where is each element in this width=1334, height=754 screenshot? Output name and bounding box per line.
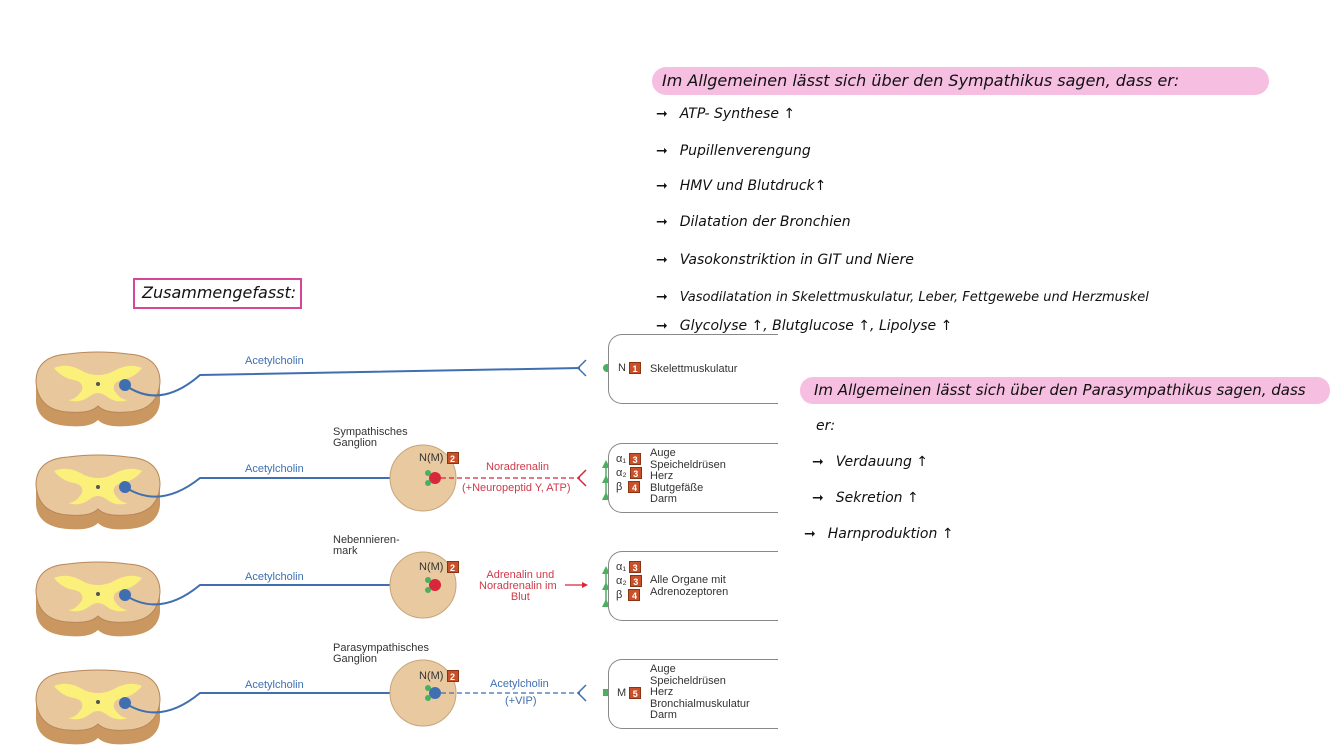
autonomic-nervous-system-diagram: Acetylcholin N 1 Skelettmuskulatur Sympa…	[0, 320, 780, 754]
receptor-badge: 2	[446, 561, 459, 574]
note-item: ➞Verdauung ↑	[812, 454, 929, 470]
note-item: ➞Sekretion ↑	[812, 490, 919, 506]
ganglion-receptor: N(M) 2	[419, 452, 459, 465]
note-item: ➞Harnproduktion ↑	[804, 526, 954, 542]
receptor-list: α₁ 3 α₂ 3 β 4	[616, 561, 642, 602]
note-item: ➞Dilatation der Bronchien	[656, 214, 851, 230]
arrow-right-icon: ➞	[656, 143, 668, 159]
receptor-badge: 5	[629, 687, 642, 700]
receptor-badge: 2	[446, 670, 459, 683]
ganglion-receptor: N(M) 2	[419, 670, 459, 683]
transmitter-label: Noradrenalin	[486, 461, 549, 473]
organ-list: Auge Speicheldrüsen Herz Bronchialmuskul…	[650, 663, 750, 721]
arrow-right-icon: ➞	[656, 252, 668, 268]
spinal-cord-3	[35, 561, 161, 637]
receptor-badge: 1	[629, 362, 642, 375]
receptor-badge: 3	[629, 453, 642, 466]
highlight-sympathikus	[652, 67, 1269, 95]
note-item: ➞Vasokonstriktion in GIT und Niere	[656, 252, 914, 268]
spinal-cord-1	[35, 351, 161, 427]
receptor-label: N 1	[618, 362, 642, 375]
transmitter-label: (+Neuropeptid Y, ATP)	[462, 482, 571, 494]
receptor-badge: 2	[446, 452, 459, 465]
receptor-badge: 4	[628, 589, 641, 602]
receptor-badge: 3	[629, 575, 642, 588]
fiber-label: Acetylcholin	[245, 463, 304, 475]
note-item: ➞Pupillenverengung	[656, 143, 811, 159]
ganglion-receptor: N(M) 2	[419, 561, 459, 574]
note-item: ➞Glycolyse ↑, Blutglucose ↑, Lipolyse ↑	[656, 318, 953, 334]
fiber-label: Acetylcholin	[245, 571, 304, 583]
arrow-right-icon: ➞	[812, 454, 824, 470]
receptor-badge: 3	[629, 561, 642, 574]
note-item: ➞Vasodilatation in Skelettmuskulatur, Le…	[656, 289, 1149, 305]
parasympathikus-title: Im Allgemeinen lässt sich über den Paras…	[814, 381, 1306, 399]
arrow-right-icon: ➞	[656, 318, 668, 334]
ganglion-label: Nebennieren-mark	[333, 534, 400, 557]
spinal-cord-4	[35, 669, 161, 745]
spinal-cord-2	[35, 454, 161, 530]
transmitter-label: (+VIP)	[505, 695, 537, 707]
diagram-graphics	[35, 351, 611, 745]
sympathikus-title: Im Allgemeinen lässt sich über den Sympa…	[662, 71, 1180, 90]
receptor-label: M 5	[617, 687, 642, 700]
summary-label: Zusammengefasst:	[142, 283, 297, 302]
highlight-parasympathikus	[800, 377, 1330, 404]
fiber-label: Acetylcholin	[245, 355, 304, 367]
arrow-right-icon: ➞	[804, 526, 816, 542]
receptor-badge: 3	[629, 467, 642, 480]
fiber-label: Acetylcholin	[245, 679, 304, 691]
organ-list: Auge Speicheldrüsen Herz Blutgefäße Darm	[650, 447, 726, 505]
note-item: ➞ATP- Synthese ↑	[656, 106, 796, 122]
arrow-right-icon: ➞	[812, 490, 824, 506]
summary-box	[133, 278, 302, 309]
arrow-right-icon: ➞	[656, 214, 668, 230]
organ-label: Skelettmuskulatur	[650, 363, 738, 375]
receptor-list: α₁ 3 α₂ 3 β 4	[616, 453, 642, 494]
parasympathikus-er: er:	[816, 418, 836, 434]
arrow-right-icon: ➞	[656, 106, 668, 122]
note-item: ➞HMV und Blutdruck↑	[656, 178, 827, 194]
transmitter-label: Adrenalin und Noradrenalin im Blut	[479, 569, 557, 603]
arrow-right-icon: ➞	[656, 178, 668, 194]
transmitter-label: Acetylcholin	[490, 678, 549, 690]
receptor-badge: 4	[628, 481, 641, 494]
arrow-right-icon: ➞	[656, 289, 668, 305]
organ-list: Alle Organe mit Adrenozeptoren	[650, 574, 729, 598]
